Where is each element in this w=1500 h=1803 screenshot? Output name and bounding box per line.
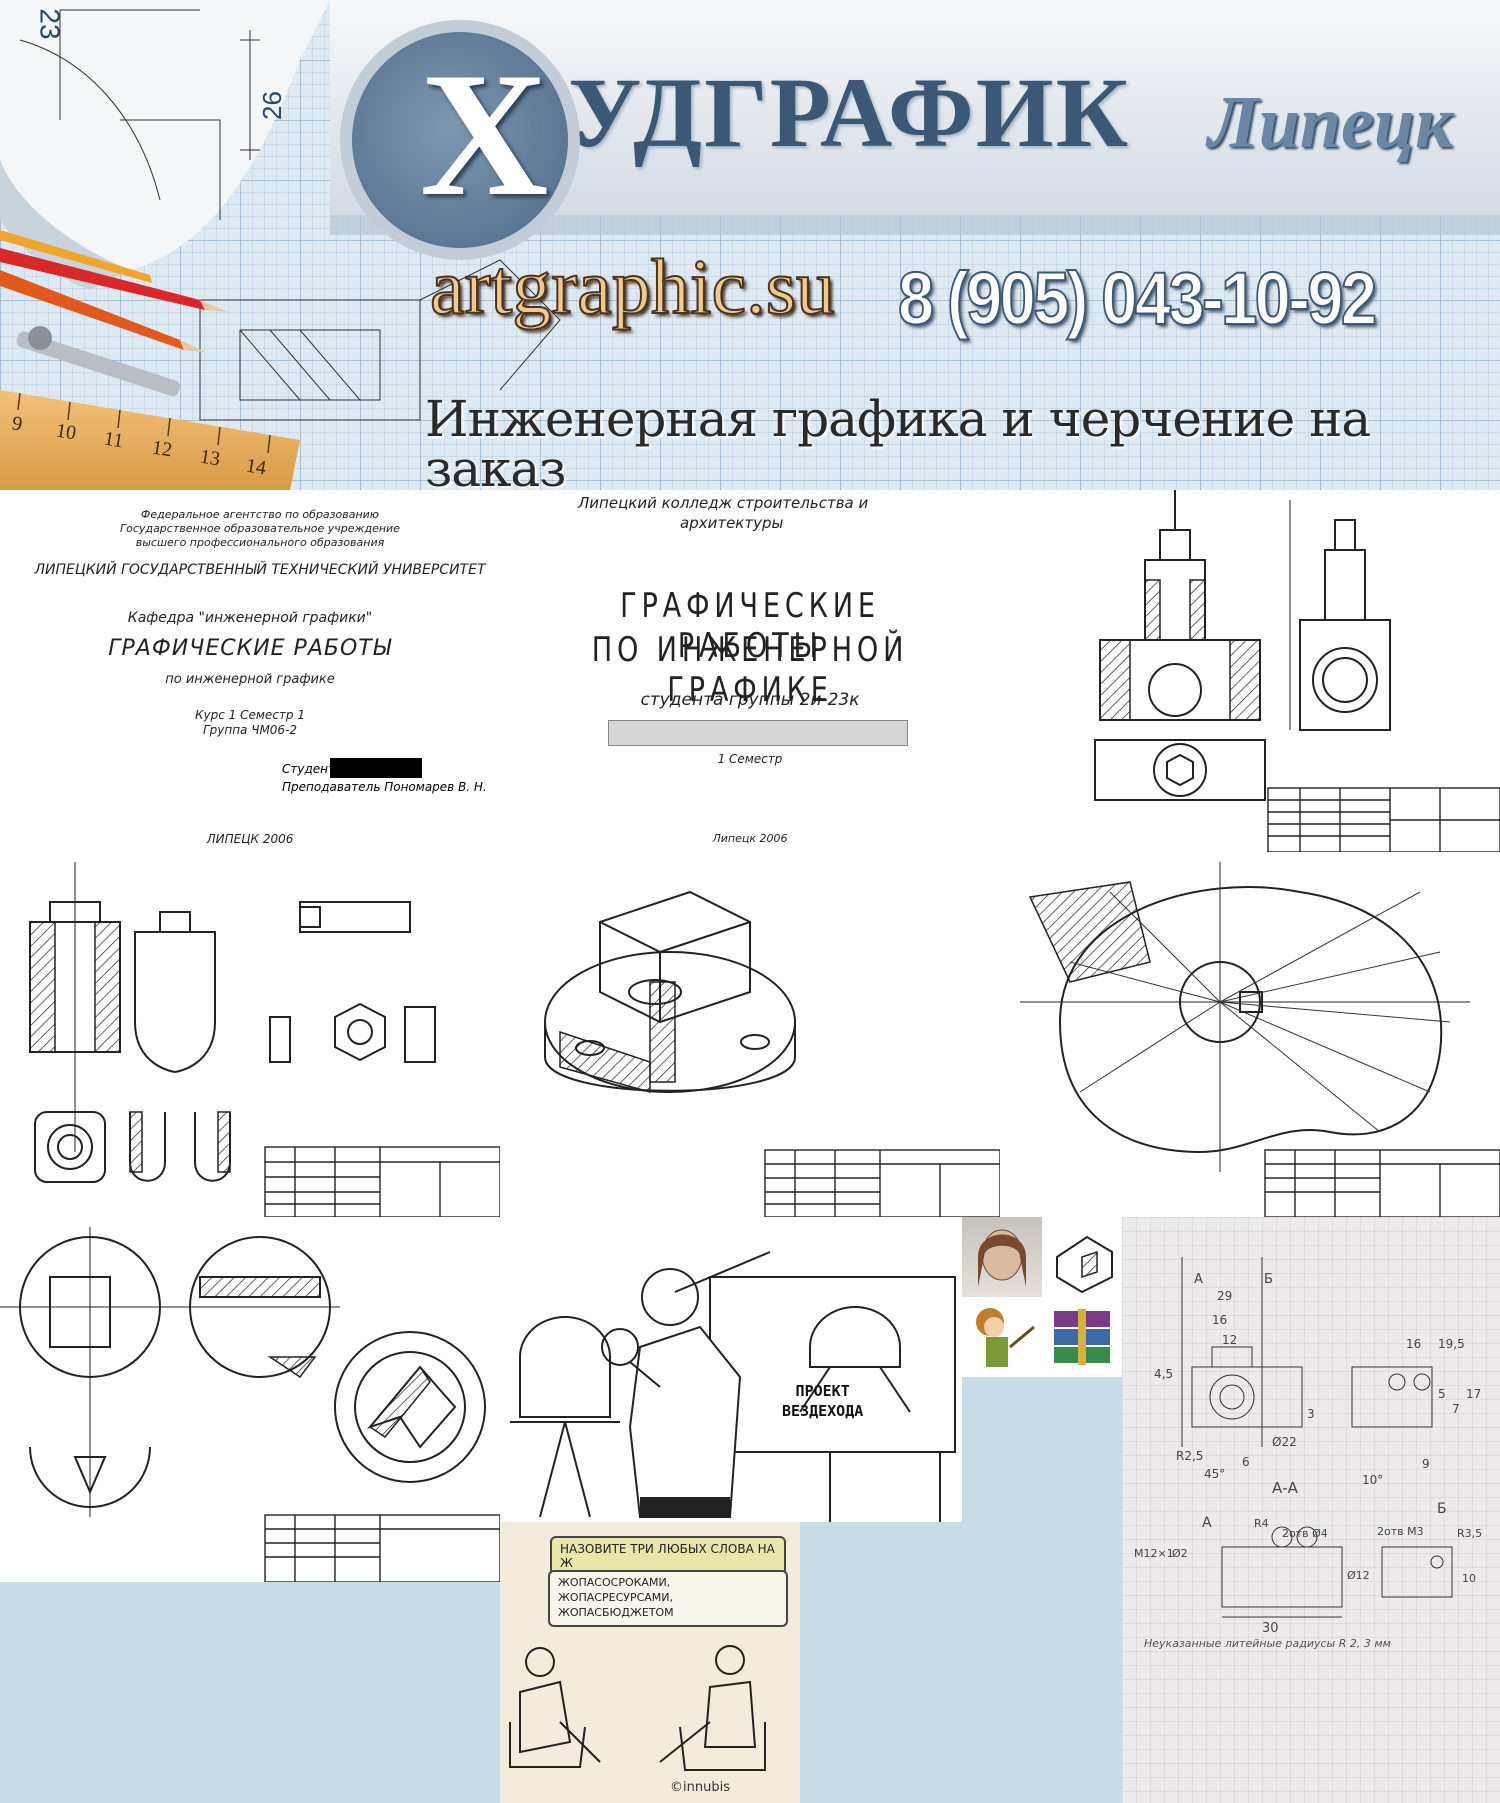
sketch-label: 29: [1217, 1289, 1233, 1303]
drawing-cam-profile: [1000, 852, 1500, 1217]
comic-figures: [509, 1645, 766, 1771]
sketch-label: 2отв М3: [1377, 1525, 1424, 1538]
agency-line: Государственное образовательное учрежден…: [120, 522, 400, 535]
dimension-label: 26: [256, 91, 287, 120]
site-link[interactable]: artgraphic.su: [429, 243, 836, 330]
comic-answer-line: ЖОПАСБЮДЖЕТОМ: [558, 1605, 674, 1619]
redacted-name: [330, 758, 422, 778]
sketch-label: 10: [1462, 1572, 1476, 1585]
sketch-label: R3,5: [1457, 1527, 1483, 1540]
drawing-isometric-part: [500, 852, 1000, 1217]
banner-background: [0, 0, 1500, 490]
document-subtitle: по инженерной графике: [165, 672, 335, 687]
sketch-label: Ø2: [1172, 1547, 1188, 1560]
sketch-graph-paper: А Б 29 16 12 4,5 3 Ø22 R2,5 45° 6 16 19,…: [1122, 1217, 1500, 1803]
sketch-label: А-А: [1272, 1479, 1298, 1497]
agency-line: высшего профессионального образования: [135, 536, 385, 549]
sketch-label: Б: [1437, 1501, 1447, 1517]
drawing-valve: [1000, 490, 1500, 852]
college-name-line2: архитектуры: [680, 514, 784, 532]
name-field: [608, 720, 908, 746]
sketch-drawing: [1122, 1217, 1500, 1803]
sketch-note: Неуказанные литейные радиусы R 2, 3 мм: [1144, 1637, 1391, 1650]
city-year: Липецк 2006: [712, 832, 788, 845]
cartoon-inventor: ПРОЕКТ ВЕЗДЕХОДА: [500, 1217, 962, 1522]
works-title: ГРАФИЧЕСКИЕ РАБОТЫ: [620, 586, 880, 666]
sign-line: ПРОЕКТ: [795, 1382, 850, 1400]
drawing-bolt-connection: [0, 852, 500, 1217]
city-year: ЛИПЕЦК 2006: [206, 832, 294, 846]
teacher-name: Преподаватель Пономарев В. Н.: [282, 780, 487, 794]
document-title: ГРАФИЧЕСКИЕ РАБОТЫ: [108, 636, 392, 661]
sketch-label: 17: [1466, 1387, 1482, 1401]
teacher-thumbnail[interactable]: [962, 1297, 1042, 1377]
city-name: Липецк: [1208, 82, 1453, 164]
sign-text: ПРОЕКТ ВЕЗДЕХОДА: [782, 1382, 863, 1421]
sketch-label: 30: [1262, 1621, 1279, 1636]
ruler-number: 10: [54, 419, 78, 445]
sketch-label: 7: [1452, 1402, 1460, 1416]
archive-icon[interactable]: [1042, 1297, 1122, 1377]
sketch-label: Ø12: [1347, 1569, 1370, 1582]
ruler-numbers: 9 10 11 12 13 14: [0, 0, 300, 490]
ruler-number: 12: [150, 436, 174, 462]
dimension-label: 23: [34, 8, 66, 40]
sketch-label: R4: [1254, 1517, 1269, 1530]
part-thumbnail[interactable]: [1042, 1217, 1122, 1297]
course-semester: Курс 1 Семестр 1: [195, 708, 305, 722]
sketch-label: 12: [1222, 1333, 1238, 1347]
ruler-number: 11: [102, 427, 125, 453]
semester: 1 Семестр: [717, 752, 783, 766]
comic-credit: ©innubis: [670, 1780, 730, 1795]
sketch-label: 45°: [1204, 1467, 1226, 1481]
logo-title: УДГРАФИК: [568, 57, 1131, 168]
sketch-label: А: [1202, 1515, 1212, 1531]
student-label: Студент: [282, 762, 335, 776]
logo-letter: Х: [420, 35, 549, 233]
comic-answer-line: ЖОПАСОСРОКАМИ, ЖОПАСРЕСУРСАМИ,: [558, 1576, 674, 1604]
student-group: студента группы 2и-23к: [640, 690, 860, 710]
comic-answer-box: ЖОПАСОСРОКАМИ, ЖОПАСРЕСУРСАМИ, ЖОПАСБЮДЖ…: [548, 1570, 788, 1627]
sketch-label: R2,5: [1176, 1449, 1204, 1463]
sketch-label: 16: [1212, 1313, 1228, 1327]
sketch-label: 16: [1406, 1337, 1422, 1351]
comic-question: НАЗОВИТЕ ТРИ ЛЮБЫХ СЛОВА НА Ж: [560, 1542, 775, 1570]
college-name: Липецкий колледж строительства и: [578, 494, 869, 512]
sketch-label: А: [1194, 1272, 1203, 1287]
ruler-number: 9: [10, 412, 24, 436]
title-page-college: Липецкий колледж строительства и архитек…: [500, 490, 1000, 852]
sign-line: ВЕЗДЕХОДА: [782, 1401, 864, 1420]
sketch-label: 2отв Ø4: [1282, 1527, 1328, 1540]
sketch-label: 10°: [1362, 1473, 1384, 1487]
comic-strip: НАЗОВИТЕ ТРИ ЛЮБЫХ СЛОВА НА Ж ЖОПАСОСРОК…: [500, 1522, 800, 1803]
ruler-number: 13: [198, 445, 222, 471]
thumbnail-grid: [962, 1217, 1122, 1377]
agency-line: Федеральное агентство по образованию: [140, 508, 380, 521]
slogan: Инженерная графика и черчение на заказ: [425, 390, 1371, 490]
sketch-label: Б: [1264, 1272, 1273, 1287]
sketch-label: 9: [1422, 1457, 1430, 1471]
phone-number[interactable]: 8 (905) 043-10-92: [897, 257, 1378, 340]
group: Группа ЧМ06-2: [202, 723, 298, 737]
sketch-label: 4,5: [1154, 1367, 1174, 1381]
department: Кафедра "инженерной графики": [127, 610, 373, 626]
sketch-label: 3: [1307, 1407, 1315, 1421]
banner: 9 10 11 12 13 14 26 23 Х УДГРАФИК Липецк…: [0, 0, 1500, 490]
sketch-label: М12×1: [1134, 1547, 1174, 1560]
title-page-university: Федеральное агентство по образованию Гос…: [0, 490, 500, 852]
sketch-label: 5: [1438, 1387, 1446, 1401]
sketch-label: Ø22: [1272, 1435, 1297, 1449]
portrait-thumbnail[interactable]: [962, 1217, 1042, 1297]
drawing-sections: [0, 1217, 500, 1582]
works-title-line2: ПО ИНЖЕНЕРНОЙ ГРАФИКЕ: [591, 630, 909, 710]
university-name: ЛИПЕЦКИЙ ГОСУДАРСТВЕННЫЙ ТЕХНИЧЕСКИЙ УНИ…: [34, 562, 486, 578]
sketch-label: 6: [1242, 1455, 1250, 1469]
ruler-number: 14: [244, 454, 268, 480]
sketch-label: 19,5: [1438, 1337, 1465, 1351]
